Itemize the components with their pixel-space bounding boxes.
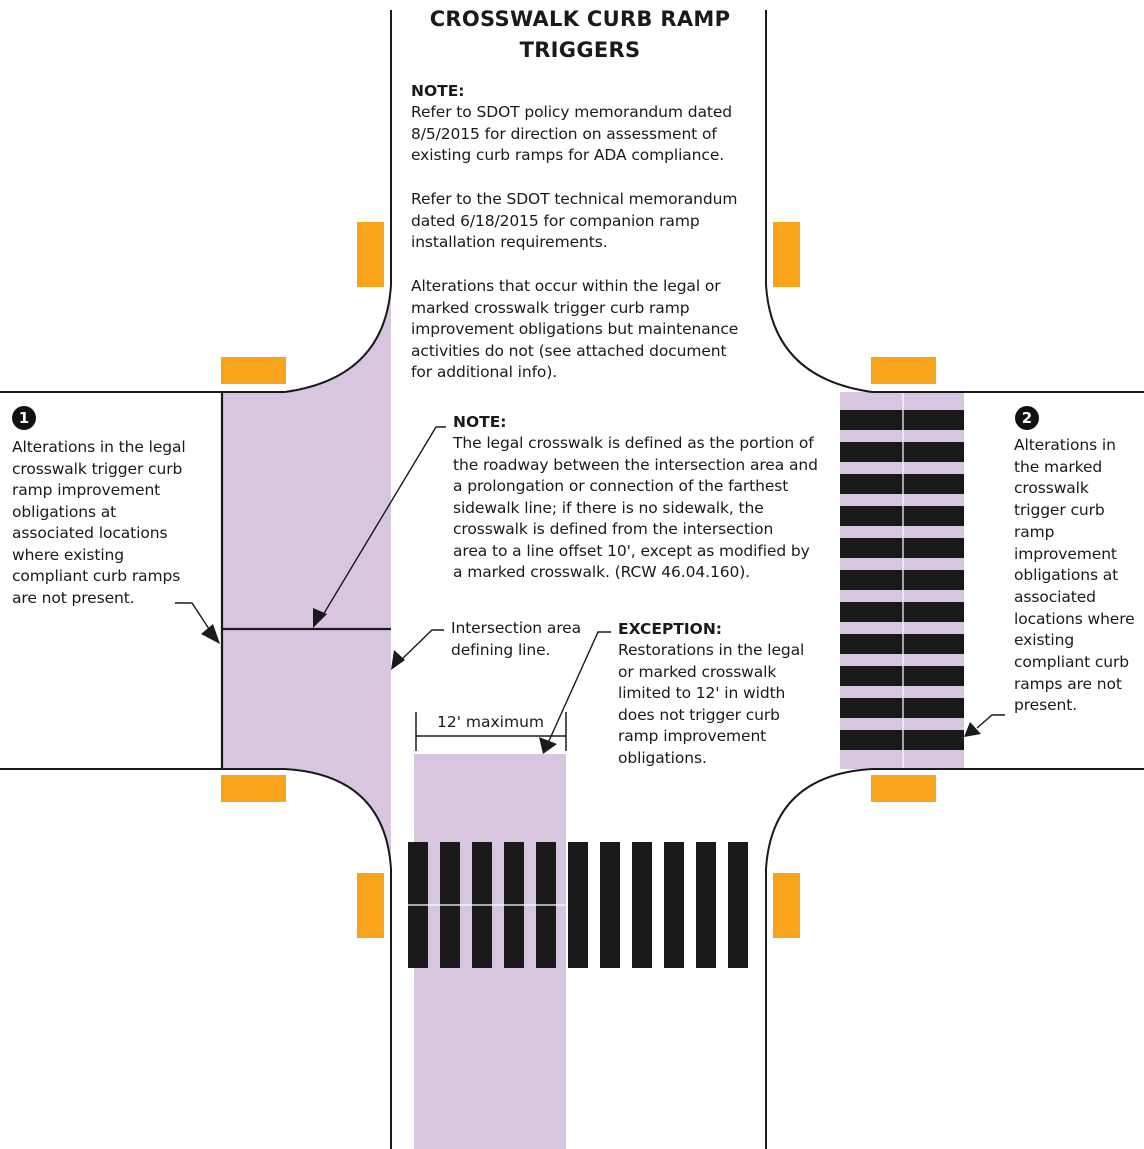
marked-crosswalk-stripes-east — [840, 410, 964, 750]
note-top-heading: NOTE: — [411, 82, 465, 100]
curb-ramp-markers — [221, 222, 936, 938]
page-title: CROSSWALK CURB RAMP TRIGGERS — [429, 7, 731, 62]
dimension-label: 12' maximum — [435, 713, 547, 731]
curb-lines — [0, 10, 1144, 1149]
note-top-paragraph-3: Alterations that occur within the legal … — [411, 277, 739, 381]
intersection-area-label: Intersection area defining line. — [451, 619, 581, 659]
note-top-paragraph-2: Refer to the SDOT technical memorandum d… — [411, 190, 738, 251]
callout-2-text: Alterations in the marked crosswalk trig… — [1014, 436, 1135, 715]
dimension-12ft — [415, 712, 567, 751]
legal-crosswalk-area-west — [222, 285, 391, 869]
note-legal-heading: NOTE: — [453, 413, 507, 431]
leader-lines — [175, 426, 1005, 744]
exception-heading: EXCEPTION: — [618, 620, 722, 638]
legal-crosswalk-lines — [220, 392, 391, 769]
callout-2-badge: 2 — [1015, 406, 1039, 430]
exception-text: Restorations in the legal or marked cros… — [618, 641, 805, 767]
leader-arrowheads — [201, 608, 981, 754]
note-top-paragraph-1: Refer to SDOT policy memorandum dated 8/… — [411, 103, 733, 164]
note-legal-text: The legal crosswalk is defined as the po… — [453, 434, 818, 581]
callout-1-text: Alterations in the legal crosswalk trigg… — [12, 438, 186, 607]
callout-1-badge: 1 — [12, 406, 36, 430]
